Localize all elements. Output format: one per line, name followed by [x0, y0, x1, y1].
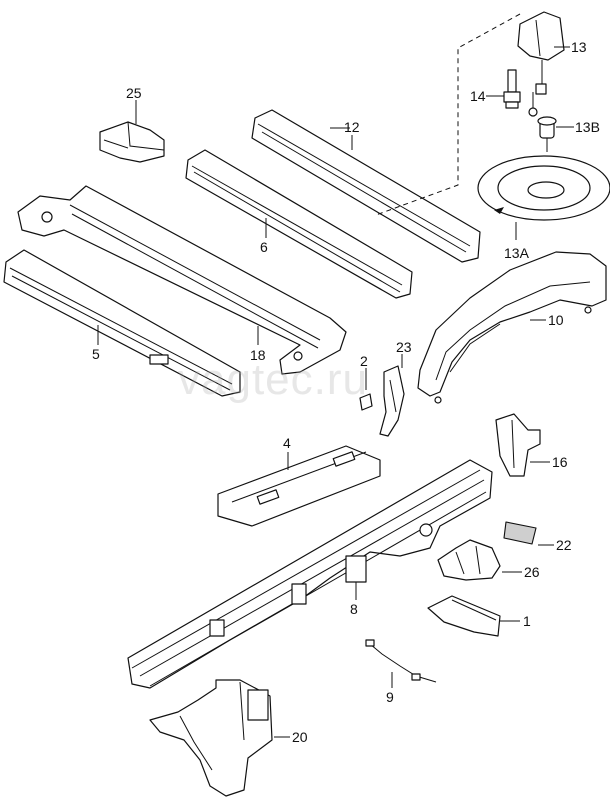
label-12: 12: [344, 119, 360, 135]
part-20-bracket: [149, 679, 273, 797]
part-2-clip: [359, 393, 373, 411]
part-13a-plate: [477, 155, 610, 221]
label-5: 5: [92, 346, 100, 362]
ref-dashed-line: [375, 13, 521, 216]
label-8: 8: [350, 601, 358, 617]
part-23-bracket: [379, 365, 405, 437]
part-13b-knob: [537, 116, 557, 152]
part-22-plate: [503, 521, 537, 545]
label-13: 13: [571, 39, 587, 55]
part-1-angle: [427, 595, 501, 637]
label-16: 16: [552, 454, 568, 470]
part-18-crossmember: [17, 185, 347, 375]
label-13a: 13A: [504, 245, 529, 261]
label-4: 4: [283, 435, 291, 451]
label-20: 20: [292, 729, 308, 745]
part-25-bracket: [99, 121, 165, 163]
label-2: 2: [360, 353, 368, 369]
part-12-crossmember: [251, 109, 481, 263]
label-26: 26: [524, 564, 540, 580]
part-5-crossmember: [3, 249, 241, 397]
part-8-chassis-rail: [127, 459, 493, 689]
label-23: 23: [396, 339, 412, 355]
label-22: 22: [556, 537, 572, 553]
part-14-bolt: [503, 69, 521, 109]
label-14: 14: [470, 88, 486, 104]
part-16-bracket: [495, 413, 541, 477]
part-10-arch-panel: [417, 251, 607, 404]
part-4-floor-plate: [217, 445, 381, 527]
watermark: vagtec.ru: [178, 355, 368, 404]
label-9: 9: [386, 689, 394, 705]
label-18: 18: [250, 347, 266, 363]
label-6: 6: [260, 239, 268, 255]
label-25: 25: [126, 85, 142, 101]
part-9-cable: [365, 639, 437, 683]
part-26-bracket: [437, 539, 501, 581]
part-13-bracket: [517, 11, 565, 117]
part-6-crossmember: [185, 149, 413, 299]
label-1: 1: [523, 613, 531, 629]
label-10: 10: [548, 312, 564, 328]
label-13b: 13B: [575, 119, 600, 135]
